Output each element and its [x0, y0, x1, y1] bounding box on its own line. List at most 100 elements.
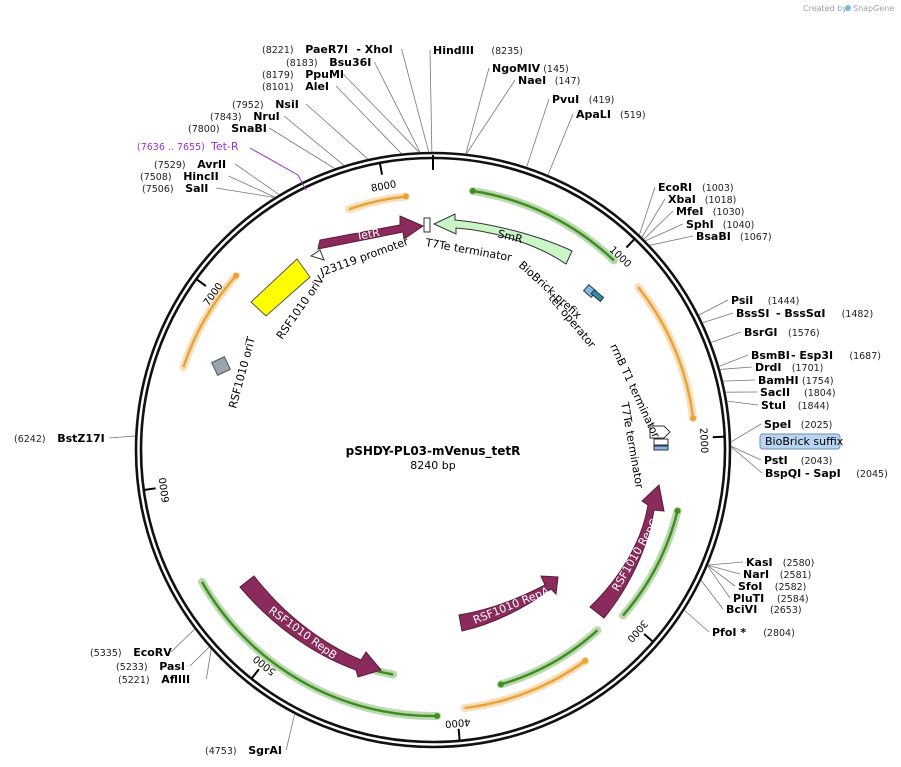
enzyme-name: DrdI [755, 361, 782, 374]
enzyme-site[interactable]: (4753)SgrAI [205, 744, 282, 757]
enzyme-name: StuI [761, 399, 786, 412]
t7te-terminator-1-box[interactable] [423, 217, 431, 233]
enzyme-site[interactable]: ApaLI(519) [576, 108, 646, 121]
enzyme-site[interactable]: SpeI(2025) [764, 418, 832, 431]
enzyme-position: (1030) [713, 207, 745, 218]
promoter-arrow[interactable] [309, 249, 325, 261]
leader-line [722, 379, 756, 382]
enzyme-site[interactable]: (7952)NsiI [232, 98, 299, 111]
enzyme-site[interactable]: BciVI(2653) [726, 603, 802, 616]
enzyme-site[interactable]: MfeI (1030) [676, 205, 744, 218]
enzyme-site[interactable]: BspQI- SapI(2045) [765, 467, 888, 480]
enzyme-site[interactable]: KasI(2580) [746, 556, 814, 569]
tetr-gene-arrow[interactable] [317, 215, 425, 250]
leader-line [429, 49, 433, 153]
enzyme-site[interactable]: PstI(2043) [764, 454, 832, 467]
enzyme-site[interactable]: SphI(1040) [686, 218, 754, 231]
enzyme-site[interactable]: PsiI(1444) [731, 294, 799, 307]
smr-gene-arrow[interactable] [432, 213, 573, 265]
enzyme-name: SpeI [764, 418, 791, 431]
leader-line [547, 113, 574, 176]
repc-gene-arrow[interactable] [589, 484, 665, 619]
enzyme-name: AvrII [197, 158, 226, 171]
enzyme-site[interactable]: (7800)SnaBI [188, 122, 267, 135]
leader-line [638, 186, 656, 236]
orf-arrowhead [497, 681, 504, 688]
enzyme-site[interactable]: SfoI(2582) [738, 580, 806, 593]
enzyme-site[interactable]: (8221)PaeR7I- XhoI [262, 43, 393, 56]
tick-label: 3000 [624, 617, 649, 643]
enzyme-site[interactable]: (5221)AflIII [118, 673, 190, 686]
leader-line [641, 198, 666, 238]
t7te-terminator-2-box[interactable] [653, 438, 669, 446]
enzyme-name: SphI [686, 218, 714, 231]
enzyme-site[interactable]: SacII(1804) [760, 386, 836, 399]
enzyme-site[interactable]: HindIII(8235) [433, 44, 523, 57]
enzyme-site[interactable]: PvuI(419) [552, 93, 614, 106]
enzyme-site[interactable]: BamHI(1754) [758, 374, 834, 387]
backbone-outer-ring [134, 151, 732, 749]
enzyme-site[interactable]: BsrGI(1576) [744, 326, 820, 339]
leader-line [707, 564, 741, 575]
enzyme-site[interactable]: XbaI(1018) [668, 193, 736, 206]
leader-line [710, 331, 742, 343]
enzyme-site[interactable]: (8183)Bsu36I [286, 56, 371, 69]
enzyme-site[interactable]: NaeI(147) [518, 74, 580, 87]
enzyme-site[interactable]: PfoI *(2804) [712, 626, 795, 639]
enzyme-site[interactable]: (7506)SalI [142, 182, 208, 195]
orf-arc [622, 510, 679, 617]
tick-label: 2000 [697, 428, 709, 454]
enzyme-site[interactable]: StuI(1844) [761, 399, 829, 412]
orit-origin-block[interactable] [211, 356, 231, 376]
enzyme-site[interactable]: (7529)AvrII [154, 158, 226, 171]
enzyme-name: PluTI [733, 592, 764, 605]
enzyme-name: SalI [185, 182, 208, 195]
enzyme-site[interactable]: PluTI(2584) [733, 592, 809, 605]
enzyme-position: (2582) [775, 582, 807, 593]
enzyme-site[interactable]: (7508)HincII [140, 170, 219, 183]
tet-operator-box[interactable] [590, 289, 605, 303]
repa-gene-arrow[interactable] [458, 575, 559, 632]
enzyme-position: (5221) [118, 675, 150, 686]
tick-mark [143, 487, 156, 491]
enzyme-name: NgoMIV [492, 62, 541, 75]
enzyme-name: BsrGI [744, 326, 777, 339]
enzyme-site[interactable]: DrdI(1701) [755, 361, 823, 374]
enzyme-position: (2045) [856, 469, 888, 480]
enzyme-site[interactable]: BssSI- BssSαI(1482) [736, 307, 873, 320]
tick-mark [712, 435, 725, 439]
repa-gene-label: RSF1010 RepA [471, 584, 551, 627]
enzyme-site[interactable]: (8101)AleI [262, 80, 329, 93]
enzyme-site[interactable]: (7843)NruI [210, 110, 280, 123]
enzyme-name: SnaBI [231, 122, 267, 135]
enzyme-site[interactable]: EcoRI(1003) [658, 181, 734, 194]
enzyme-site[interactable]: BsaBI(1067) [696, 230, 772, 243]
enzyme-name: XbaI [668, 193, 696, 206]
enzyme-site[interactable]: BsmBI- Esp3I(1687) [751, 349, 881, 362]
enzyme-name: BsmBI [751, 349, 790, 362]
enzyme-site[interactable]: NarI(2581) [743, 568, 811, 581]
enzyme-name: AleI [305, 80, 329, 93]
enzyme-name: MfeI [676, 205, 703, 218]
oriv-origin-block[interactable] [250, 258, 311, 317]
leader-line [268, 127, 336, 169]
enzyme-site[interactable]: (5335)EcoRV [90, 646, 172, 659]
enzyme-position: (2581) [780, 570, 812, 581]
enzyme-extra: - Esp3I [791, 349, 833, 362]
leader-line [698, 299, 729, 316]
enzyme-site[interactable]: (6242)BstZ17I [14, 432, 105, 445]
repb-gene-arrow[interactable] [239, 575, 382, 678]
plasmid-length: 8240 bp [410, 459, 455, 472]
leader-line [730, 446, 763, 474]
orf-arrowhead [434, 712, 441, 719]
tick-mark [378, 162, 384, 175]
enzyme-position: (2653) [770, 605, 802, 616]
enzyme-site[interactable]: (8179)PpuMI [262, 68, 344, 81]
enzyme-name: BamHI [758, 374, 799, 387]
leader-line [526, 98, 550, 168]
rrnb-terminator-box[interactable] [649, 425, 671, 439]
leader-line [718, 354, 749, 367]
biobrick-suffix-box[interactable] [653, 445, 669, 451]
enzyme-site[interactable]: (5233)PasI [116, 660, 185, 673]
enzyme-site[interactable]: NgoMIV(145) [492, 62, 569, 75]
